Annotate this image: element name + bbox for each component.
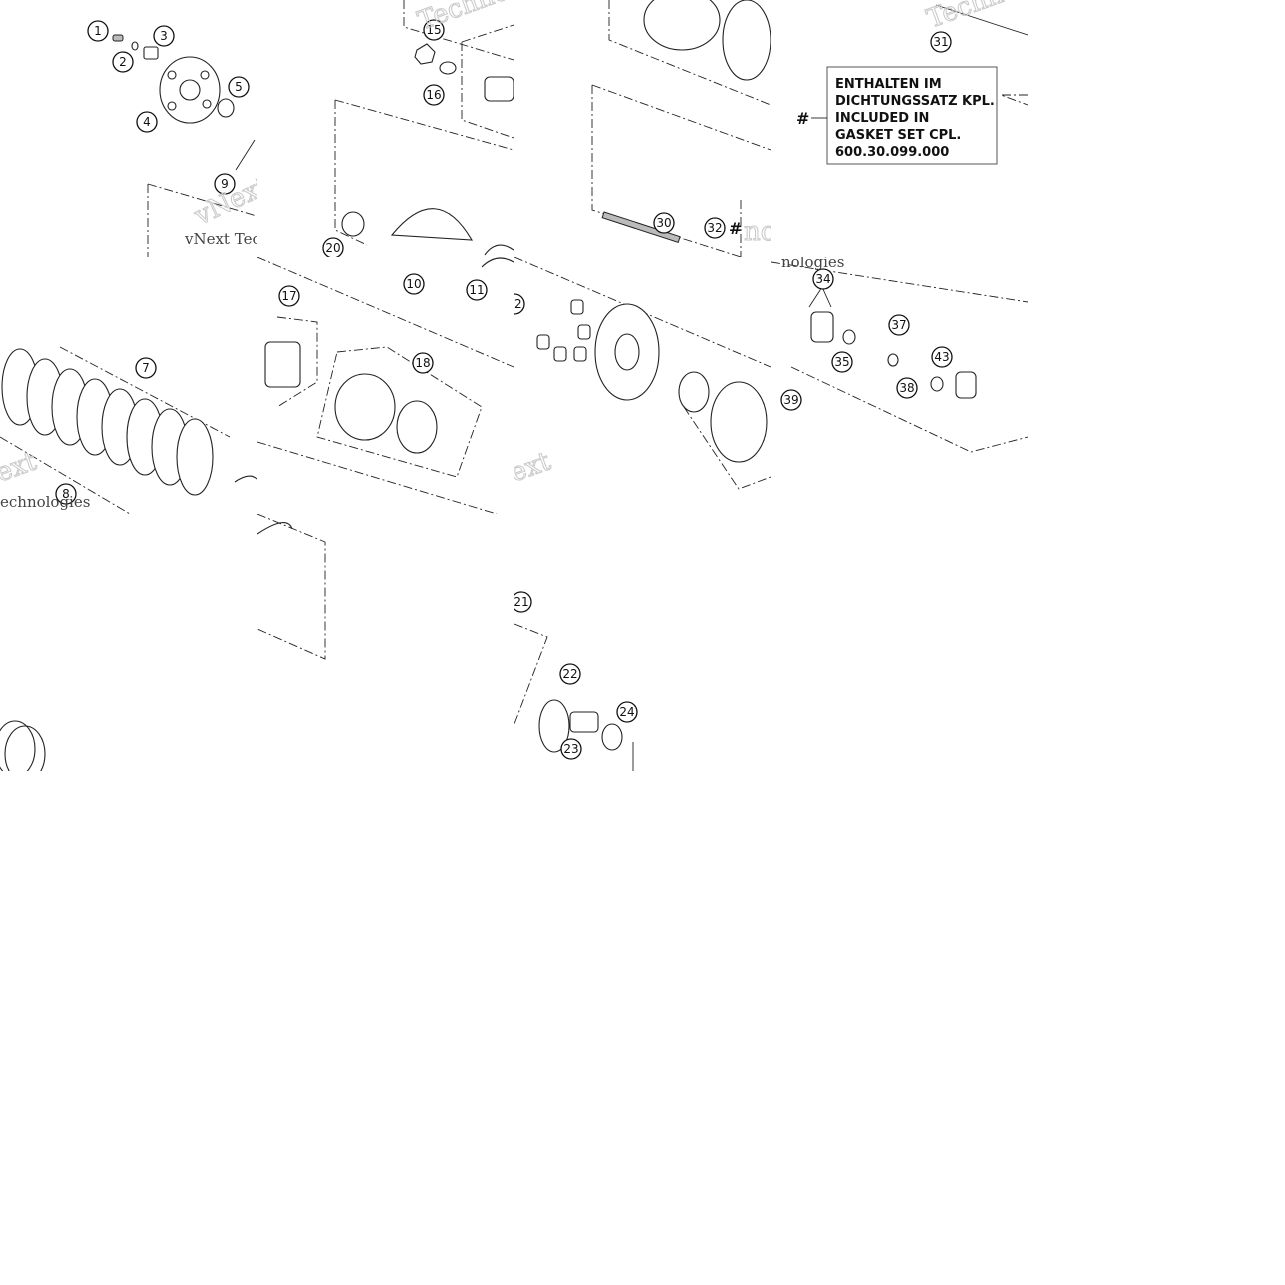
callout-3: 3 [153, 25, 175, 47]
callout-2: 2 [112, 51, 134, 73]
svg-text:16: 16 [426, 88, 441, 102]
callout-7: 7 [135, 357, 157, 379]
clutch-plate-stack [1, 348, 214, 496]
watermark-text-5: ext [0, 446, 41, 488]
gasket-note-line-4: GASKET SET CPL. [835, 128, 961, 143]
diagram-tile-mid-right: 34 35 37 38 39 43 nologies [771, 257, 1028, 514]
svg-text:4: 4 [143, 115, 151, 129]
gasket-note-line-1: ENTHALTEN IM [835, 77, 942, 92]
callout-32: 32 [704, 217, 726, 239]
callout-31: 31 [930, 31, 952, 53]
diagram-tile-mid-center-left: 10 11 17 18 [257, 257, 514, 514]
callout-39: 39 [780, 389, 802, 411]
gasket-note-line-2: DICHTUNGSSATZ KPL. [835, 94, 995, 109]
callout-1: 1 [87, 20, 109, 42]
callout-16: 16 [423, 84, 445, 106]
svg-text:37: 37 [891, 318, 906, 332]
svg-text:8: 8 [62, 487, 70, 501]
callout-38: 38 [896, 377, 918, 399]
svg-text:32: 32 [707, 221, 722, 235]
callout-10: 10 [403, 273, 425, 295]
callout-22: 22 [559, 663, 581, 685]
callout-8: 8 [55, 483, 77, 505]
svg-text:10: 10 [406, 277, 421, 291]
callout-24: 24 [616, 701, 638, 723]
svg-text:20: 20 [325, 241, 340, 255]
diagram-tile-top-right-center: 30 32 # nologies [514, 0, 771, 257]
callout-4: 4 [136, 111, 158, 133]
callout-11: 11 [466, 279, 488, 301]
callout-35: 35 [831, 351, 853, 373]
svg-text:5: 5 [235, 80, 243, 94]
gasket-note-line-3: INCLUDED IN [835, 111, 929, 126]
callout-12: 12 [514, 293, 525, 315]
callout-9: 9 [214, 173, 236, 195]
callout-20: 20 [322, 237, 344, 257]
svg-text:30: 30 [656, 216, 671, 230]
svg-text:17: 17 [281, 289, 296, 303]
svg-text:39: 39 [783, 393, 798, 407]
svg-text:1: 1 [94, 24, 102, 38]
diagram-tile-top-center: 15 16 20 Techno [257, 0, 514, 257]
callout-17: 17 [278, 285, 300, 307]
watermark-text-3: nologies [744, 217, 771, 247]
svg-text:2: 2 [119, 55, 127, 69]
svg-text:22: 22 [562, 667, 577, 681]
callout-43: 43 [931, 346, 953, 368]
callout-21: 21 [514, 591, 532, 613]
diagram-tile-top-right: # ENTHALTEN IM DICHTUNGSSATZ KPL. INCLUD… [771, 0, 1028, 257]
diagram-tile-bottom-left [0, 514, 257, 771]
callout-37: 37 [888, 314, 910, 336]
watermark-caption: vNext Tec [184, 230, 257, 248]
svg-text:23: 23 [563, 742, 578, 756]
gasket-marker-32: # [729, 219, 742, 238]
callout-5: 5 [228, 76, 250, 98]
svg-text:9: 9 [221, 177, 229, 191]
watermark-text-6: ext [514, 446, 555, 488]
svg-text:7: 7 [142, 361, 150, 375]
watermark-text-4: Techno [923, 0, 1022, 35]
gasket-note-line-5: 600.30.099.000 [835, 145, 949, 160]
diagram-tile-top-left: 1 2 3 4 5 9 vNext Tec vNext Tec [0, 0, 257, 257]
callout-18: 18 [412, 352, 434, 374]
watermark-text: vNext Tec [189, 149, 257, 232]
svg-text:35: 35 [834, 355, 849, 369]
svg-text:12: 12 [514, 297, 522, 311]
diagram-tile-mid-left: 7 8 ext echnologies [0, 257, 257, 514]
diagram-tile-mid-center-right: 12 ext [514, 257, 771, 514]
svg-text:31: 31 [933, 35, 948, 49]
watermark-caption-2: echnologies [0, 493, 90, 511]
diagram-tile-bottom-center [257, 514, 514, 771]
clutch-springs [536, 299, 591, 362]
svg-text:18: 18 [415, 356, 430, 370]
watermark-text-2: Techno [414, 0, 513, 37]
gasket-marker: # [796, 109, 809, 128]
svg-text:11: 11 [469, 283, 484, 297]
svg-text:38: 38 [899, 381, 914, 395]
svg-text:3: 3 [160, 29, 168, 43]
diagram-tile-bottom-center-right: 21 22 23 24 [514, 514, 771, 771]
svg-text:15: 15 [426, 23, 441, 37]
callout-30: 30 [653, 212, 675, 234]
watermark-caption-3: nologies [781, 257, 845, 271]
svg-text:21: 21 [514, 595, 529, 609]
svg-text:43: 43 [934, 350, 949, 364]
svg-text:24: 24 [619, 705, 634, 719]
callout-34: 34 [812, 268, 834, 290]
callout-23: 23 [560, 738, 582, 760]
svg-text:34: 34 [815, 272, 830, 286]
callout-15: 15 [423, 19, 445, 41]
